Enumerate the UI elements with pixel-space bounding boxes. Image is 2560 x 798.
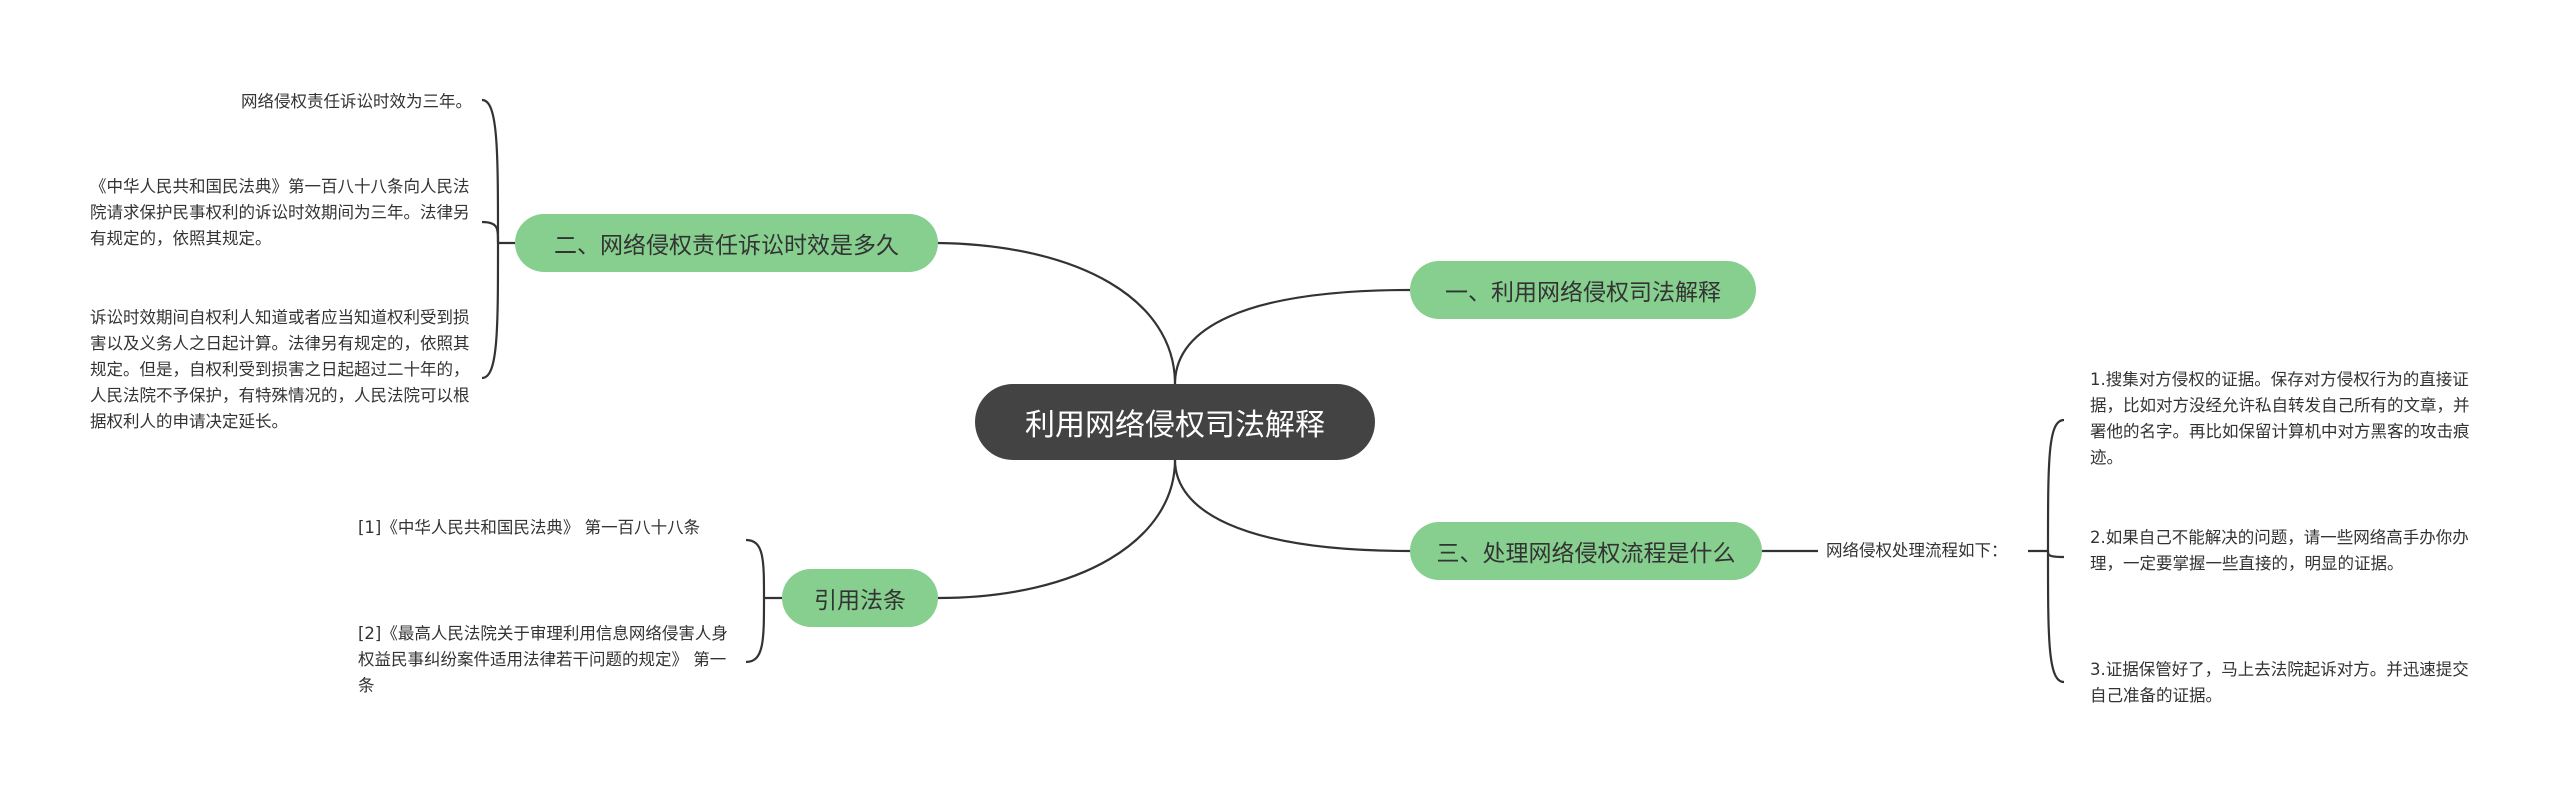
b3-leaf-1: 1.搜集对方侵权的证据。保存对方侵权行为的直接证据，比如对方没经允许私自转发自己…	[2090, 367, 2482, 471]
branch-2-label: 二、网络侵权责任诉讼时效是多久	[554, 233, 899, 259]
b4-leaf-1: [1]《中华人民共和国民法典》 第一百八十八条	[358, 515, 738, 541]
b2-leaf-2: 《中华人民共和国民法典》第一百八十八条向人民法院请求保护民事权利的诉讼时效期间为…	[90, 174, 472, 252]
link-root-b2	[937, 241, 1177, 385]
link-root-b3	[1173, 459, 1411, 553]
branch-2-node[interactable]: 二、网络侵权责任诉讼时效是多久	[515, 214, 938, 272]
b3-leaf-3: 3.证据保管好了，马上去法院起诉对方。并迅速提交自己准备的证据。	[2090, 657, 2482, 709]
b3-sub-node: 网络侵权处理流程如下：	[1826, 538, 2026, 564]
b3-leaf-1-text: 1.搜集对方侵权的证据。保存对方侵权行为的直接证据，比如对方没经允许私自转发自己…	[2090, 370, 2470, 467]
b4-leaf-1-text: [1]《中华人民共和国民法典》 第一百八十八条	[358, 518, 701, 537]
root-node[interactable]: 利用网络侵权司法解释	[975, 384, 1375, 460]
link-b2-leaf3	[481, 242, 500, 380]
link-b2-leaf2	[481, 220, 500, 244]
b3-leaf-2: 2.如果自己不能解决的问题，请一些网络高手办你办理，一定要掌握一些直接的，明显的…	[2090, 525, 2482, 577]
link-b4-leaf2	[745, 597, 766, 664]
link-sub-leaf3	[2046, 550, 2065, 684]
b3-leaf-2-text: 2.如果自己不能解决的问题，请一些网络高手办你办理，一定要掌握一些直接的，明显的…	[2090, 528, 2469, 573]
branch-3-node[interactable]: 三、处理网络侵权流程是什么	[1410, 522, 1762, 580]
b3-sub-text: 网络侵权处理流程如下：	[1826, 541, 2008, 560]
b2-leaf-2-text: 《中华人民共和国民法典》第一百八十八条向人民法院请求保护民事权利的诉讼时效期间为…	[90, 177, 470, 248]
link-b2-leaf1	[481, 98, 500, 244]
branch-1-node[interactable]: 一、利用网络侵权司法解释	[1410, 261, 1756, 319]
branch-1-label: 一、利用网络侵权司法解释	[1445, 280, 1721, 306]
branch-4-node[interactable]: 引用法条	[782, 569, 938, 627]
link-sub-leaf1	[2046, 418, 2065, 552]
b4-leaf-2: [2]《最高人民法院关于审理利用信息网络侵害人身权益民事纠纷案件适用法律若干问题…	[358, 621, 738, 699]
branch-3-label: 三、处理网络侵权流程是什么	[1436, 541, 1736, 567]
b2-leaf-1: 网络侵权责任诉讼时效为三年。	[90, 89, 472, 115]
link-root-b4	[937, 459, 1177, 600]
link-sub-leaf2	[2046, 550, 2065, 559]
b2-leaf-3-text: 诉讼时效期间自权利人知道或者应当知道权利受到损害以及义务人之日起计算。法律另有规…	[90, 308, 470, 431]
b3-leaf-3-text: 3.证据保管好了，马上去法院起诉对方。并迅速提交自己准备的证据。	[2090, 660, 2469, 705]
b4-leaf-2-text: [2]《最高人民法院关于审理利用信息网络侵害人身权益民事纠纷案件适用法律若干问题…	[358, 624, 728, 695]
link-root-b1	[1173, 288, 1411, 385]
branch-4-label: 引用法条	[814, 588, 906, 614]
root-label: 利用网络侵权司法解释	[1025, 408, 1325, 443]
b2-leaf-1-text: 网络侵权责任诉讼时效为三年。	[241, 92, 472, 111]
b2-leaf-3: 诉讼时效期间自权利人知道或者应当知道权利受到损害以及义务人之日起计算。法律另有规…	[90, 305, 472, 435]
link-b4-leaf1	[745, 538, 766, 599]
